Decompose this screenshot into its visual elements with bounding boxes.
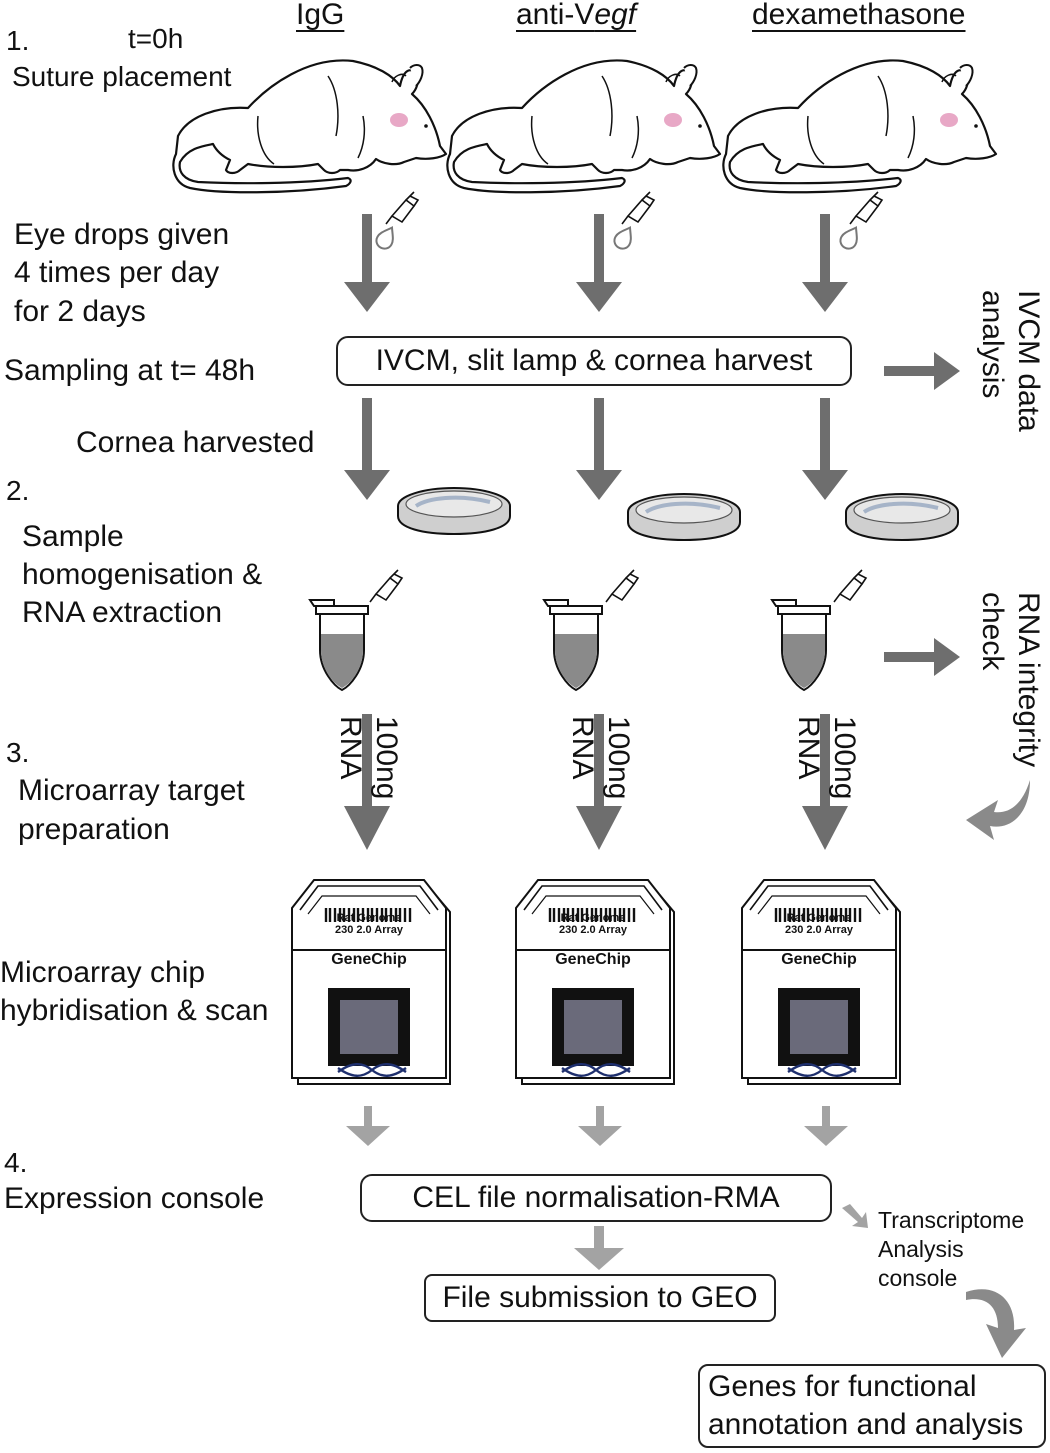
chip-brand-label-2: GeneChip [555,951,631,968]
tube-icon-1 [309,599,369,691]
tac-line2: Analysis [878,1236,964,1262]
chip-genome-label-1: Rat Genome 230 2.0 Array [292,912,446,936]
pipette-icon-3 [833,569,867,603]
step-3-number: 3. [6,737,30,768]
arrows-row1 [344,214,848,312]
step-3-line1: Microarray target [18,774,245,807]
step-2-line3: RNA extraction [22,596,223,629]
rna-amount-label-3: 100ng RNA [790,716,862,799]
functional-annotation-box: Genes for functional annotation and anal… [698,1364,1046,1448]
rna-amount-line2: RNA [334,716,367,780]
step-2-number: 2. [6,475,30,506]
dropper-icon-3 [849,191,883,225]
genechip-icon-1 [290,878,452,1086]
sampling-label: Sampling at t= 48h [4,354,256,387]
rna-amount-label-2: 100ng RNA [564,716,636,799]
chip-genome-line2: 230 2.0 Array [784,924,854,936]
arrow-rna-integrity [884,638,960,676]
eye-drops-line3: for 2 days [14,295,146,328]
tac-line1: Transcriptome [878,1207,1025,1233]
rna-integrity-label: RNA integrity check [974,592,1046,767]
ivcm-analysis-line2: analysis [976,290,1009,399]
curved-arrow-rna [966,780,1030,840]
rna-amount-line1: 100ng [370,716,403,800]
arrows-row3 [344,714,848,850]
step-4-label: Expression console [4,1182,265,1215]
chip-genome-line2: 230 2.0 Array [334,924,404,936]
chip-brand-label-1: GeneChip [331,951,407,968]
arrows-row4 [346,1106,848,1146]
chip-step-line2: hybridisation & scan [0,994,269,1027]
cel-normalisation-box: CEL file normalisation-RMA [360,1174,832,1222]
arrow-to-tac [842,1204,868,1228]
arrows-row2 [344,398,848,500]
ivcm-analysis-line1: IVCM data [1012,290,1045,432]
chip-genome-line1: Rat Genome [560,912,626,924]
geo-submission-box: File submission to GEO [424,1274,776,1322]
rat-icon-anti-vegf [446,59,722,194]
step-3-line2: preparation [18,813,170,846]
arrow-ivcm-analysis [884,352,960,390]
functional-annotation-line2: annotation and analysis [708,1408,1024,1441]
chip-genome-line1: Rat Genome [786,912,852,924]
chip-genome-label-3: Rat Genome 230 2.0 Array [742,912,896,936]
functional-annotation-line1: Genes for functional [708,1370,977,1403]
tac-line3: console [878,1265,958,1291]
rna-amount-line2: RNA [792,716,825,780]
chip-brand-label-3: GeneChip [781,951,857,968]
rna-integrity-line1: RNA integrity [1012,592,1045,768]
rna-amount-line1: 100ng [602,716,635,800]
column-header-anti-vegf: anti-Vegf [516,0,637,31]
cornea-harvested-label: Cornea harvested [76,426,315,459]
step-4-number: 4. [4,1147,28,1178]
step-1-number: 1. [6,25,30,56]
rna-amount-line1: 100ng [828,716,861,800]
rat-icon-dexamethasone [722,59,998,194]
drop-icon-1 [372,222,400,253]
chip-step-line1: Microarray chip [0,956,206,989]
eye-drops-line1: Eye drops given [14,218,230,251]
chip-genome-line2: 230 2.0 Array [558,924,628,936]
genechip-icon-2 [514,878,676,1086]
tube-icon-3 [771,599,831,691]
dropper-icon-2 [621,191,655,225]
dropper-icon-1 [385,191,419,225]
rna-amount-label-1: 100ng RNA [332,716,404,799]
curved-arrow-tac [966,1289,1026,1358]
arrow-cel-to-geo [574,1226,624,1270]
petri-dish-icon-3 [844,492,960,542]
drop-icon-2 [610,222,638,253]
rna-integrity-line2: check [976,592,1009,671]
ivcm-box: IVCM, slit lamp & cornea harvest [336,336,852,386]
column-header-igg: IgG [296,0,345,31]
column-header-dexamethasone: dexamethasone [752,0,966,31]
tube-icon-2 [543,599,603,691]
eye-drops-line2: 4 times per day [14,256,220,289]
step-2-line2: homogenisation & [22,558,263,591]
genechip-icon-3 [740,878,902,1086]
ivcm-analysis-label: IVCM data analysis [974,290,1046,432]
chip-genome-label-2: Rat Genome 230 2.0 Array [516,912,670,936]
step-1-time: t=0h [128,23,184,54]
step-1-label: Suture placement [12,61,232,92]
rna-amount-line2: RNA [566,716,599,780]
pipette-icon-2 [605,569,639,603]
pipette-icon-1 [369,569,403,603]
drop-icon-3 [836,222,864,253]
chip-genome-line1: Rat Genome [336,912,402,924]
petri-dish-icon-2 [626,492,742,542]
step-2-line1: Sample [22,520,124,553]
petri-dish-icon-1 [396,486,512,536]
